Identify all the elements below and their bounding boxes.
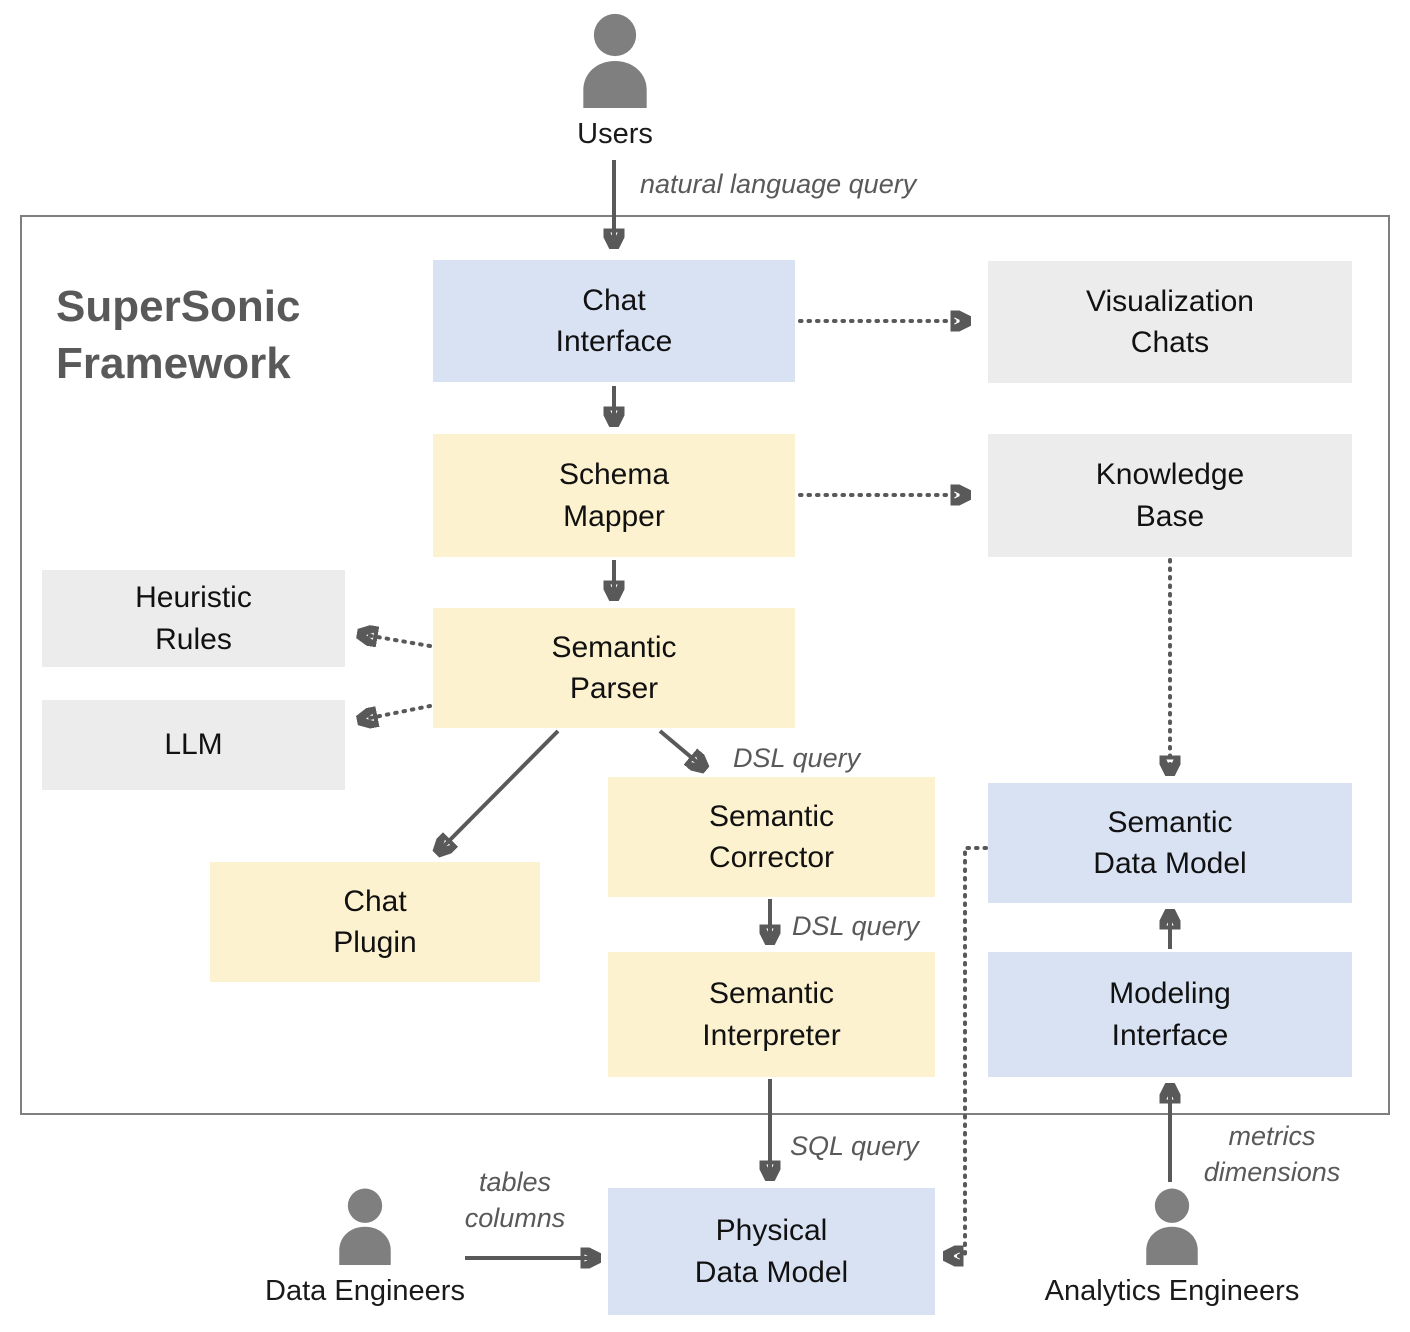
data-engineers-actor: Data Engineers [262,1185,468,1308]
node-modeling-interface-label: Modeling Interface [1109,977,1231,1052]
node-semantic-parser: Semantic Parser [433,608,795,728]
node-chat-interface: Chat Interface [433,260,795,382]
data-engineers-label: Data Engineers [265,1275,465,1307]
node-semantic-data-model: Semantic Data Model [988,783,1352,903]
node-visualization-chats: Visualization Chats [988,261,1352,383]
edge-label-sql-query: SQL query [790,1131,919,1161]
person-icon [339,1188,391,1265]
framework-title: SuperSonic Framework [56,282,301,389]
node-chat-plugin-label: Chat Plugin [333,884,417,959]
person-icon [583,13,647,108]
node-semantic-interpreter-label: Semantic Interpreter [702,977,841,1052]
node-knowledge-base: Knowledge Base [988,434,1352,557]
node-chat-interface-label: Chat Interface [555,283,673,358]
node-physical-data-model: Physical Data Model [608,1188,935,1315]
node-semantic-corrector-label: Semantic Corrector [708,799,835,874]
node-modeling-interface: Modeling Interface [988,952,1352,1077]
edge-label-tables-columns: tables columns [464,1167,566,1234]
person-icon [1146,1188,1198,1265]
node-schema-mapper-label: Schema Mapper [558,458,670,533]
node-visualization-chats-label: Visualization Chats [1086,284,1254,359]
node-schema-mapper: Schema Mapper [433,434,795,557]
node-semantic-interpreter: Semantic Interpreter [608,952,935,1077]
users-label: Users [577,118,653,150]
analytics-engineers-actor: Analytics Engineers [1022,1185,1322,1308]
edge-label-natural-language-query: natural language query [640,169,917,199]
node-chat-plugin: Chat Plugin [210,862,540,982]
analytics-engineers-label: Analytics Engineers [1044,1275,1300,1307]
node-semantic-corrector: Semantic Corrector [608,777,935,897]
supersonic-framework-frame [20,215,1390,1115]
node-llm-label: LLM [164,728,223,762]
edge-label-dsl-query-1: DSL query [733,743,861,773]
node-semantic-data-model-label: Semantic Data Model [1093,805,1247,880]
node-heuristic-rules: Heuristic Rules [42,570,345,667]
edge-label-dsl-query-2: DSL query [792,911,920,941]
users-actor: Users [540,10,690,151]
node-semantic-parser-label: Semantic Parser [551,630,677,705]
node-knowledge-base-label: Knowledge Base [1095,458,1245,533]
node-physical-data-model-label: Physical Data Model [694,1214,849,1289]
node-llm: LLM [42,700,345,790]
edge-label-metrics-dimensions: metrics dimensions [1203,1121,1341,1188]
node-heuristic-rules-label: Heuristic Rules [135,581,252,656]
